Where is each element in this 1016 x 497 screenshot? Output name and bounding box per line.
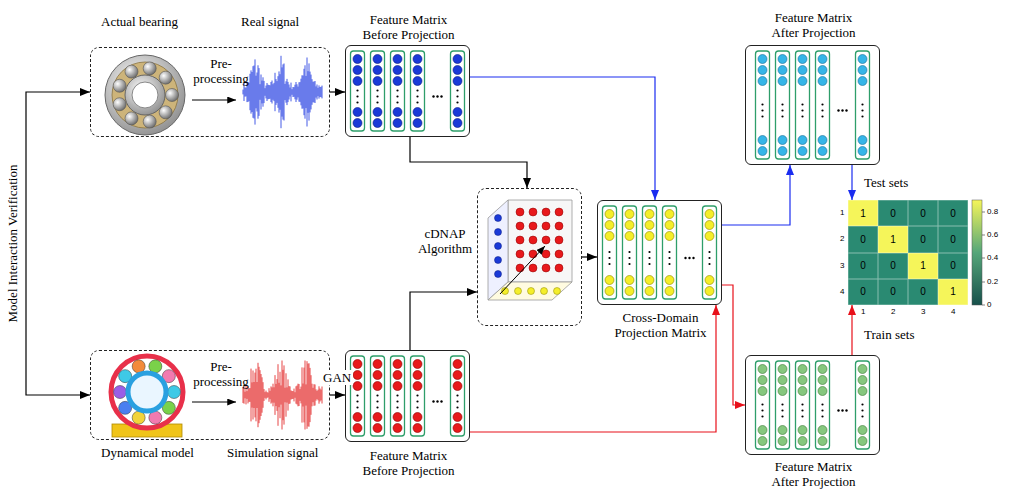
- color-bar: [972, 200, 985, 305]
- connector-arrow: [582, 256, 597, 257]
- panel-label: Dynamical model: [101, 445, 211, 460]
- matrix-columns: [351, 51, 870, 449]
- matrix-cell: 1: [938, 279, 968, 305]
- feature-matrix: Feature Matrix After Projection: [745, 45, 880, 165]
- connector-arrow: [410, 292, 477, 350]
- axis-tick: 2: [840, 234, 844, 244]
- matrix-cell: 0: [908, 200, 938, 226]
- edge-label: Model Interaction Verification: [5, 162, 20, 324]
- panel-label: Pre-processing: [191, 56, 251, 86]
- edge-label: Train sets: [862, 327, 916, 342]
- dynamic-model-picture: [111, 356, 183, 437]
- matrix-cell: 0: [848, 279, 878, 305]
- connector-arrow: [410, 137, 527, 188]
- colorbar-tick: 0.2: [987, 277, 998, 287]
- signal-trace: [243, 56, 322, 430]
- connector-arrow: [722, 165, 790, 225]
- projection-cube: [488, 200, 572, 300]
- connector-arrow: [470, 77, 655, 200]
- algorithm-panel: cDNAP Algorithm: [477, 188, 582, 326]
- matrix-title: Cross-Domain Projection Matrix: [611, 310, 711, 340]
- axis-tick: 4: [951, 307, 955, 317]
- connector-arrow: [851, 165, 852, 200]
- colorbar-tick: 0: [987, 300, 991, 310]
- feature-matrix: Feature Matrix Before Projection: [345, 45, 470, 137]
- feature-matrix: Feature Matrix Before Projection: [345, 350, 470, 442]
- matrix-cell: 0: [848, 253, 878, 279]
- bearing-picture: [105, 55, 185, 135]
- connector-arrow: [330, 91, 345, 92]
- panel-label: Actual bearing: [101, 14, 191, 29]
- axis-tick: 1: [840, 208, 844, 218]
- matrix-title: Feature Matrix After Projection: [764, 10, 864, 40]
- matrix-cell: 0: [848, 226, 878, 252]
- connector-arrow: [26, 92, 90, 395]
- edge-label: GAN: [321, 370, 353, 385]
- axis-tick: 1: [861, 307, 865, 317]
- panel-label: Simulation signal: [227, 445, 337, 460]
- matrix-cell: 0: [878, 200, 908, 226]
- matrix-cell: 0: [878, 253, 908, 279]
- connector-arrow: [330, 394, 345, 395]
- matrix-cell: 1: [908, 253, 938, 279]
- axis-tick: 3: [921, 307, 925, 317]
- matrix-cell: 0: [908, 226, 938, 252]
- connector-arrow: [470, 305, 716, 432]
- matrix-cell: 0: [938, 253, 968, 279]
- axis-tick: 4: [840, 287, 844, 297]
- matrix-cell: 0: [938, 200, 968, 226]
- process-arrow: [192, 100, 236, 101]
- connector-arrow: [722, 285, 745, 405]
- feature-matrix: Feature Matrix After Projection: [745, 355, 880, 455]
- colorbar-tick: 0.4: [987, 253, 998, 263]
- matrix-cell: 0: [878, 279, 908, 305]
- source-panel: Actual bearingReal signalPre-processing: [90, 47, 330, 137]
- axis-tick: 2: [891, 307, 895, 317]
- matrix-cell: 1: [848, 200, 878, 226]
- projection-matrix: Cross-Domain Projection Matrix: [597, 200, 722, 305]
- connector-arrow: [851, 305, 852, 355]
- source-panel: Pre-processingDynamical modelSimulation …: [90, 350, 330, 440]
- matrix-cell: 0: [908, 279, 938, 305]
- colorbar-tick: 0.6: [987, 230, 998, 240]
- panel-label: Pre-processing: [191, 359, 251, 389]
- algorithm-label: cDNAP Algorithm: [416, 226, 474, 256]
- process-arrow: [192, 402, 236, 403]
- matrix-title: Feature Matrix After Projection: [764, 459, 864, 489]
- matrix-title: Feature Matrix Before Projection: [359, 448, 459, 478]
- colorbar-tick: 0.8: [987, 207, 998, 217]
- matrix-cell: 0: [938, 226, 968, 252]
- edge-label: Test sets: [862, 175, 910, 190]
- panel-label: Real signal: [241, 14, 331, 29]
- matrix-title: Feature Matrix Before Projection: [359, 12, 459, 42]
- axis-tick: 3: [840, 261, 844, 271]
- confusion-matrix: 1000010000100001: [848, 200, 968, 305]
- matrix-cell: 1: [878, 226, 908, 252]
